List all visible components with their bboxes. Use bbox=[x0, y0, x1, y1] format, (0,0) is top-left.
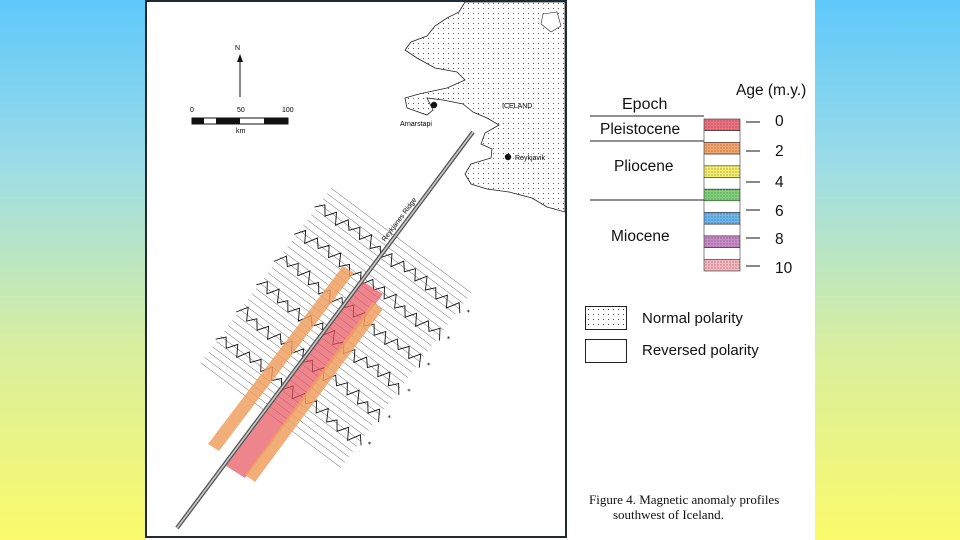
age-band-stipple-12 bbox=[704, 259, 740, 271]
age-band-stipple-6 bbox=[704, 189, 740, 201]
age-label-10: 10 bbox=[775, 260, 793, 277]
age-label-2: 2 bbox=[775, 143, 784, 160]
arnarstapi-label: Arnarstapi bbox=[400, 121, 432, 128]
legend-panel: Epoch Age (m.y.) Pleistocene Pliocene Mi… bbox=[570, 0, 815, 540]
age-band-5 bbox=[703, 177, 741, 190]
anomaly-band-west bbox=[208, 266, 354, 451]
anomaly-profile bbox=[314, 204, 461, 314]
age-band-column bbox=[703, 118, 741, 272]
iceland-label: ICELAND bbox=[502, 103, 532, 110]
iceland-fjord-land bbox=[540, 11, 562, 33]
survey-line bbox=[303, 225, 444, 331]
age-band-3 bbox=[703, 153, 741, 167]
survey-line bbox=[315, 209, 456, 315]
epoch-pleistocene: Pleistocene bbox=[600, 121, 681, 138]
profile-start-marker: * bbox=[388, 414, 392, 422]
age-band-9 bbox=[703, 223, 741, 237]
epoch-header: Epoch bbox=[622, 96, 668, 113]
scale-tick-50: 50 bbox=[237, 107, 245, 114]
reykjavik-marker bbox=[504, 153, 512, 161]
age-band-1 bbox=[703, 130, 741, 143]
survey-line bbox=[330, 188, 472, 294]
anomaly-band-center bbox=[223, 280, 383, 478]
figure-caption-line2: southwest of Iceland. bbox=[613, 507, 724, 522]
profile-start-marker: * bbox=[407, 388, 411, 396]
age-band-stipple-4 bbox=[704, 165, 740, 178]
scale-bar bbox=[191, 117, 289, 125]
normal-polarity-swatch bbox=[585, 306, 627, 330]
age-band-stipple-8 bbox=[704, 212, 740, 225]
profile-start-marker: * bbox=[368, 441, 372, 449]
survey-line bbox=[326, 193, 468, 299]
arnarstapi-marker bbox=[430, 101, 438, 109]
figure-caption-line1: Figure 4. Magnetic anomaly profiles bbox=[589, 492, 780, 507]
iceland-landmass bbox=[404, 2, 565, 213]
survey-line bbox=[311, 214, 452, 320]
slide: ****** N 0 50 1 bbox=[145, 0, 815, 540]
anomaly-band-east bbox=[245, 302, 383, 482]
anomaly-profiles: * * * * * * bbox=[200, 188, 472, 468]
age-label-4: 4 bbox=[775, 174, 784, 191]
age-band-7 bbox=[703, 200, 741, 213]
scale-tick-100: 100 bbox=[282, 107, 294, 114]
map-panel: ****** N 0 50 1 bbox=[145, 0, 567, 538]
ridge-axis-highlight bbox=[176, 131, 474, 529]
age-label-8: 8 bbox=[775, 231, 784, 248]
north-arrow-icon bbox=[237, 54, 243, 62]
normal-polarity-label: Normal polarity bbox=[642, 310, 743, 327]
ridge-label: Reykjanes Ridge bbox=[381, 197, 419, 244]
survey-line bbox=[323, 198, 464, 304]
age-band-stipple-2 bbox=[704, 142, 740, 155]
scale-unit: km bbox=[236, 128, 246, 135]
survey-line bbox=[307, 219, 448, 325]
age-label-0: 0 bbox=[775, 113, 784, 130]
age-band-11 bbox=[703, 247, 741, 260]
anomaly-profile bbox=[294, 229, 441, 341]
time-scale-column bbox=[590, 115, 760, 272]
reykjavik-label: Reykjavik bbox=[515, 155, 545, 162]
profile-start-marker: * bbox=[467, 308, 471, 316]
reversed-polarity-swatch bbox=[585, 339, 627, 363]
epoch-pliocene: Pliocene bbox=[614, 158, 674, 175]
scale-tick-0: 0 bbox=[190, 107, 194, 114]
profile-start-marker: * bbox=[427, 361, 431, 369]
epoch-miocene: Miocene bbox=[611, 228, 670, 245]
magnetic-anomaly-map: ****** N 0 50 1 bbox=[175, 2, 565, 530]
profile-start-marker: * bbox=[447, 335, 451, 343]
age-band-stipple-0 bbox=[704, 119, 740, 131]
reversed-polarity-label: Reversed polarity bbox=[642, 342, 759, 359]
age-label-6: 6 bbox=[775, 203, 784, 220]
north-label: N bbox=[235, 45, 240, 52]
age-header: Age (m.y.) bbox=[736, 82, 807, 99]
age-band-stipple-10 bbox=[704, 235, 740, 248]
